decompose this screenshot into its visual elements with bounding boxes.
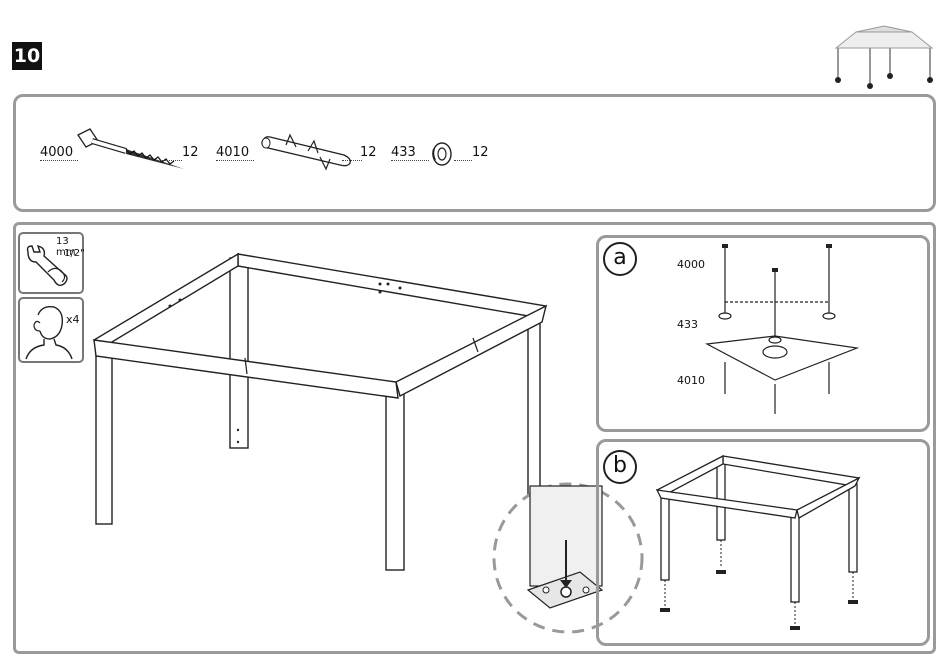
step-number: 10 [12, 42, 42, 70]
detail-a-letter: a [603, 242, 637, 276]
detail-a-washer-label: 433 [677, 318, 698, 331]
bolt-icon [76, 127, 191, 177]
people-count-label: x4 [66, 313, 80, 326]
front-left-leg [96, 348, 112, 524]
part-4000-qty: 12 [182, 145, 199, 160]
parts-panel: 4000 12 4010 12 433 12 [13, 94, 936, 212]
back-beam [238, 254, 546, 318]
gazebo-thumbnail-icon [826, 26, 936, 90]
part-4000-id: 4000 [40, 145, 73, 160]
part-433-qty: 12 [472, 145, 489, 160]
anchor-plate-diagram [703, 244, 863, 424]
back-right-leg [528, 310, 540, 500]
wrench-tool-box: 13 mm 1/2" [18, 232, 84, 294]
detail-a-anchor-label: 4010 [677, 374, 705, 387]
part-4010-id: 4010 [216, 145, 249, 160]
detail-a-bolt-label: 4000 [677, 258, 705, 271]
people-count-box: x4 [18, 297, 84, 363]
detail-b-letter: b [603, 450, 637, 484]
part-433-id: 433 [391, 145, 416, 160]
front-right-leg [386, 390, 404, 570]
washer-icon [430, 141, 454, 167]
detail-panel-b: b [596, 439, 930, 646]
back-left-leg [230, 258, 248, 448]
wrench-size-in: 1/2" [64, 248, 85, 259]
part-4010-qty: 12 [360, 145, 377, 160]
anchor-icon [260, 133, 355, 173]
frame-placement-diagram [657, 450, 867, 640]
detail-panel-a: a 4000 433 4010 [596, 235, 930, 432]
